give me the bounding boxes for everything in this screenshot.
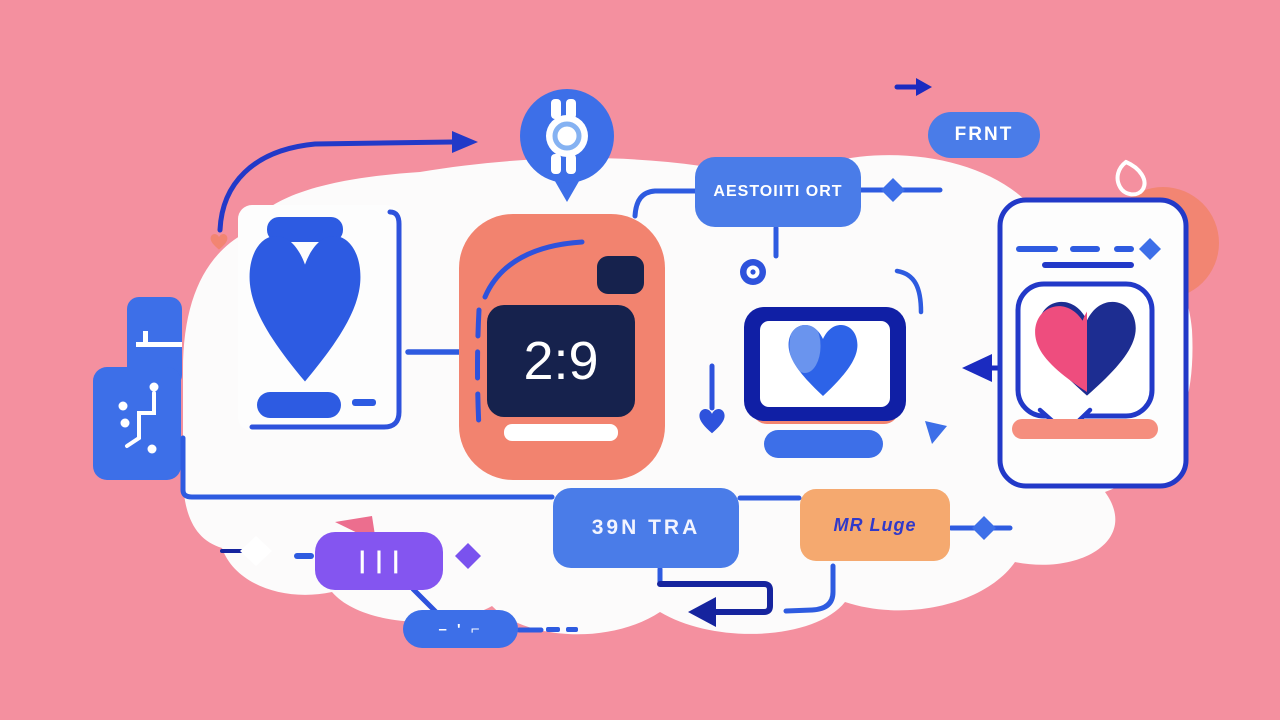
watch-face-ring	[552, 121, 582, 151]
monitor-heart-highlight	[789, 325, 821, 373]
blue-dash	[546, 627, 560, 632]
circuit-trace	[125, 391, 156, 448]
blue-dash	[566, 627, 578, 632]
watch-time-display: 2:9	[487, 305, 635, 417]
card-dash	[1114, 246, 1134, 252]
tiny-heart-icon	[210, 233, 228, 250]
circuit-pin	[143, 331, 148, 342]
return-arrow-line	[657, 581, 773, 615]
favorite-card	[997, 197, 1189, 489]
diamond-node	[972, 516, 996, 540]
curve-decoration	[894, 268, 924, 315]
donut-node	[740, 259, 766, 285]
watch-speaker-bar	[504, 424, 618, 441]
watch-crown	[597, 256, 644, 294]
output-flow-box: AESTOIITI ORT	[695, 157, 861, 227]
monitor-heart-icon	[788, 325, 858, 396]
main-flow-line	[180, 435, 555, 500]
log-return-curve	[783, 563, 836, 614]
circuit-dot	[149, 382, 159, 392]
circuit-dot	[147, 444, 157, 454]
pin-tail	[552, 176, 582, 202]
equalizer-box: |||	[315, 532, 443, 590]
purple-diamond-node	[455, 543, 481, 569]
circuit-dot	[118, 401, 128, 411]
phone-bottom-bar	[257, 392, 341, 418]
phone-bottom-dash	[352, 399, 376, 406]
watch-strap	[551, 154, 561, 174]
blue-dash	[294, 553, 314, 559]
return-arrow-head	[688, 597, 716, 627]
diagonal-link	[410, 586, 440, 616]
card-coral-bar	[1012, 419, 1158, 439]
white-diamond-node	[240, 536, 272, 566]
watch-arc-line	[482, 239, 585, 300]
watch-strap	[551, 99, 561, 119]
card-diamond-node	[1139, 238, 1161, 260]
mini-arrow-head	[916, 78, 932, 96]
circuit-rail	[136, 342, 182, 347]
curved-arrow-head	[452, 131, 478, 153]
output-left-connector	[632, 188, 698, 219]
down-triangle-node	[925, 421, 947, 444]
monitor	[744, 307, 906, 458]
note-pill: – ' ⌐	[403, 610, 518, 648]
smartwatch-pin-icon	[520, 89, 614, 202]
phone-border	[249, 209, 402, 430]
left-arrow-head	[962, 354, 992, 382]
diamond-node	[881, 178, 905, 202]
watch-face	[546, 115, 588, 157]
watch-strap	[566, 154, 576, 174]
card-line	[1042, 262, 1134, 268]
circuit-dot	[120, 418, 130, 428]
curved-arrow-line	[217, 139, 455, 233]
log-flow-box: MR Luge	[800, 489, 950, 561]
teardrop-icon	[1115, 159, 1147, 197]
card-dash	[1016, 246, 1058, 252]
watch-dashed-line	[475, 307, 482, 431]
circuit-blocks-icon	[93, 297, 182, 480]
card-dash	[1070, 246, 1100, 252]
phone-top-bar	[267, 217, 343, 242]
front-badge: FRNT	[928, 112, 1040, 158]
phone-card	[238, 205, 402, 431]
train-flow-box: 39N TRA	[553, 488, 739, 568]
monitor-stand	[764, 430, 883, 458]
watch-strap	[566, 99, 576, 119]
